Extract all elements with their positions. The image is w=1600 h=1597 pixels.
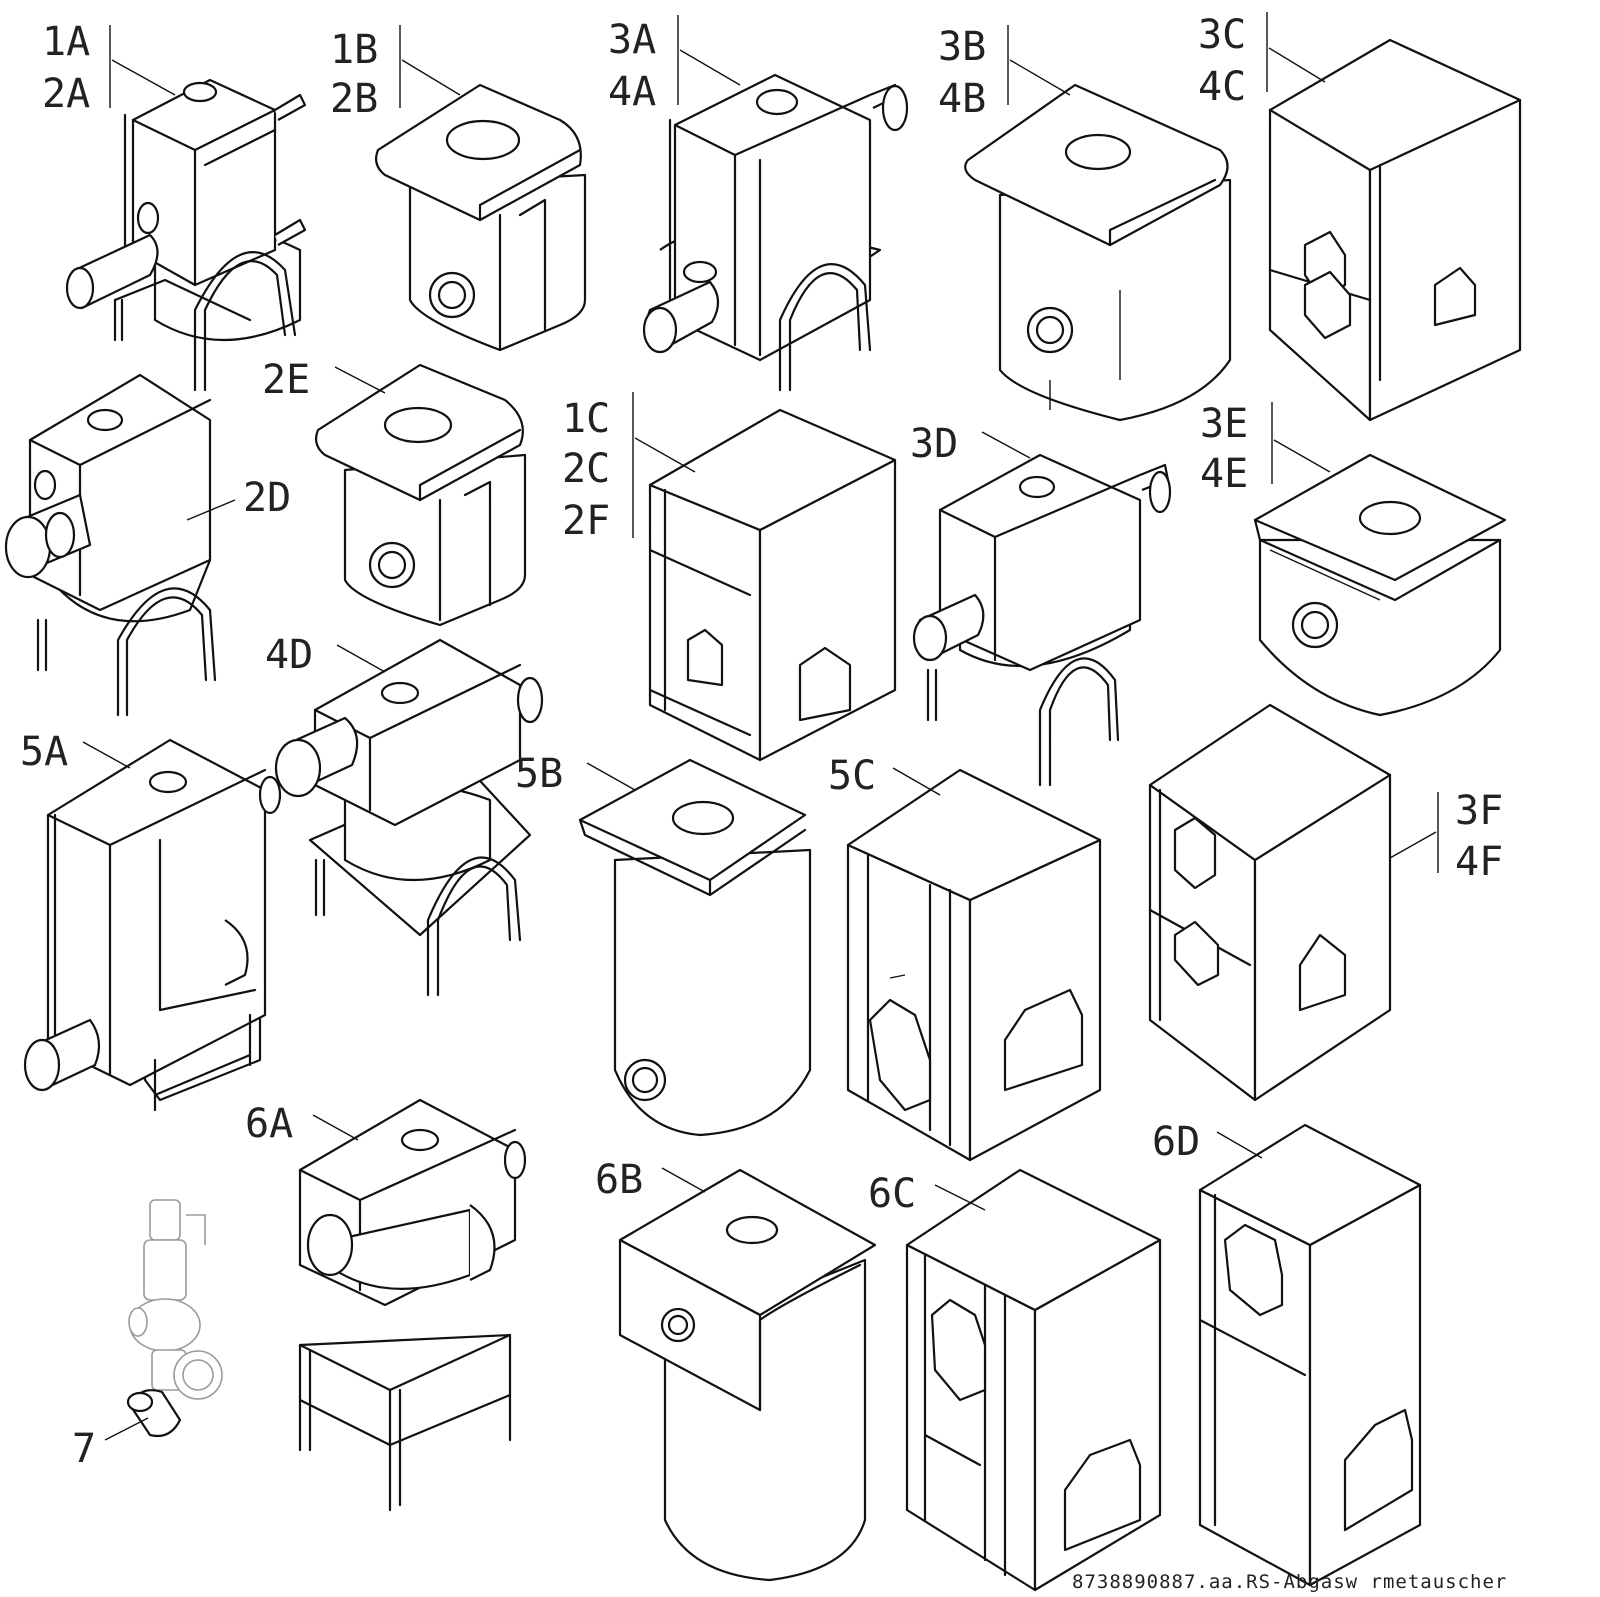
- label-2C: 2C: [562, 446, 610, 492]
- label-4E: 4E: [1200, 451, 1248, 497]
- component-5B: [578, 758, 812, 1137]
- label-6A: 6A: [245, 1101, 293, 1147]
- label-4F: 4F: [1455, 839, 1503, 885]
- label-1A: 1A: [42, 19, 90, 65]
- label-6C: 6C: [868, 1171, 916, 1217]
- label-3D: 3D: [910, 421, 958, 467]
- label-4B: 4B: [938, 76, 986, 122]
- label-5C: 5C: [828, 753, 876, 799]
- label-2E: 2E: [262, 357, 310, 403]
- label-3A: 3A: [608, 17, 656, 63]
- component-2D: [4, 373, 217, 717]
- component-6D: [1198, 1123, 1422, 1587]
- figure-reference: 8738890887.aa.RS-Abgasw rmetauscher: [1072, 1571, 1507, 1593]
- component-3F-4F: [1148, 703, 1392, 1102]
- label-2D: 2D: [243, 475, 291, 521]
- component-1A-2A: [65, 78, 307, 392]
- label-3E: 3E: [1200, 401, 1248, 447]
- component-1C-2C-2F: [648, 408, 897, 762]
- label-1B: 1B: [330, 27, 378, 73]
- label-5B: 5B: [515, 751, 563, 797]
- label-4C: 4C: [1198, 64, 1246, 110]
- label-7: 7: [72, 1426, 96, 1472]
- label-5A: 5A: [20, 729, 68, 775]
- label-3B: 3B: [938, 24, 986, 70]
- component-7: [126, 1199, 223, 1438]
- label-6B: 6B: [595, 1157, 643, 1203]
- component-3C-4C: [1268, 38, 1522, 422]
- label-2A: 2A: [42, 71, 90, 117]
- labels: 1A 2A 1B 2B 3A 4A 3B 4B 3C 4C 2E 2D 1C 2…: [20, 12, 1503, 1472]
- component-3B-4B: [964, 83, 1232, 422]
- component-1B-2B: [375, 83, 587, 352]
- label-2B: 2B: [330, 76, 378, 122]
- component-5C: [846, 768, 1102, 1162]
- label-4D: 4D: [265, 632, 313, 678]
- label-3F: 3F: [1455, 788, 1503, 834]
- component-2E: [315, 363, 527, 627]
- component-6C: [905, 1168, 1162, 1592]
- component-3E-4E: [1253, 453, 1507, 717]
- label-3C: 3C: [1198, 12, 1246, 58]
- component-6A: [298, 1098, 527, 1512]
- label-2F: 2F: [562, 498, 610, 544]
- label-4A: 4A: [608, 69, 656, 115]
- component-3D: [912, 453, 1172, 787]
- component-6B: [618, 1168, 877, 1582]
- label-6D: 6D: [1152, 1119, 1200, 1165]
- component-5A: [23, 738, 282, 1112]
- label-1C: 1C: [562, 396, 610, 442]
- component-3A-4A: [642, 73, 909, 392]
- component-4D: [274, 638, 544, 997]
